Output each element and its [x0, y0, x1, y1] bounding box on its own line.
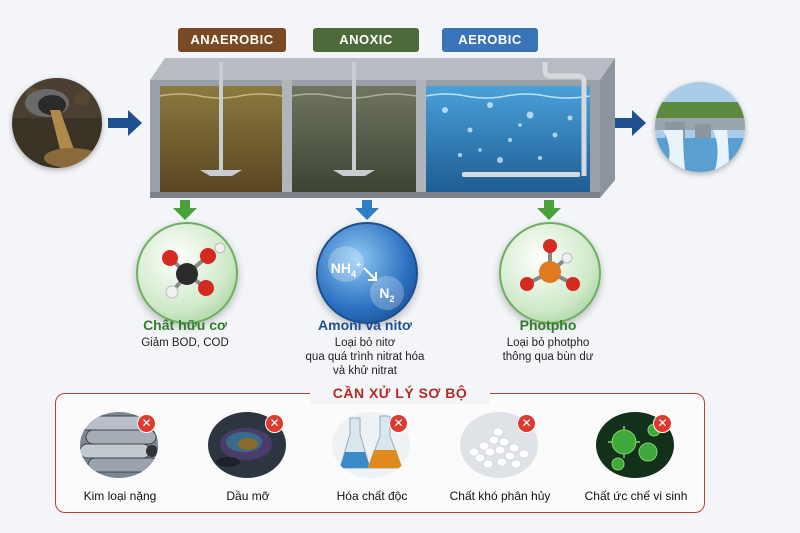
pretreatment-title: CẦN XỬ LÝ SƠ BỘ	[310, 382, 490, 404]
organic-molecule-icon	[136, 222, 238, 324]
microbes-icon	[596, 412, 674, 478]
stage-label-anaerobic: ANAEROBIC	[178, 28, 286, 52]
pollutant-desc-ammonia-3: và khử nitrat	[333, 365, 397, 377]
prohibited-icon: ✕	[389, 414, 408, 433]
pretreatment-label: Chất ức chế vi sinh	[584, 489, 688, 503]
prohibited-icon: ✕	[517, 414, 536, 433]
outlet-arrow-icon	[612, 110, 646, 136]
pollutant-desc-phosphorus-2: thông qua bùn dư	[502, 351, 594, 363]
pollutant-desc-organic: Giảm BOD, COD	[141, 337, 229, 349]
inlet-pipe-image	[12, 78, 102, 168]
outlet-water-image	[655, 82, 745, 172]
pollutant-title-ammonia: Amoni và nitơ	[318, 317, 412, 333]
pollutant-title-phosphorus: Photpho	[519, 317, 577, 333]
nitrogen-formula: N2	[379, 285, 395, 304]
pollutant-title-organic: Chất hữu cơ	[143, 317, 227, 333]
pollutant-desc-phosphorus-1: Loại bỏ photpho	[506, 337, 590, 349]
ammonium-formula: NH4+	[330, 259, 362, 279]
prohibited-icon: ✕	[265, 414, 284, 433]
pretreatment-label: Chất khó phân hủy	[449, 489, 551, 503]
pollutant-desc-ammonia-1: Loại bỏ nitơ	[334, 337, 396, 349]
pretreatment-label: Dầu mỡ	[226, 489, 270, 503]
stage-label-anoxic: ANOXIC	[313, 28, 419, 52]
pretreatment-label: Hóa chất độc	[336, 489, 408, 503]
pretreatment-label: Kim loại nặng	[83, 489, 157, 503]
inlet-arrow-icon	[108, 110, 142, 136]
prohibited-icon: ✕	[137, 414, 156, 433]
oil-slick-icon	[208, 412, 286, 478]
prohibited-icon: ✕	[653, 414, 672, 433]
ammonia-nitrogen-icon: NH4+ N2	[316, 222, 418, 324]
stage-label-aerobic: AEROBIC	[442, 28, 538, 52]
pollutant-desc-ammonia-2: qua quá trình nitrat hóa	[305, 351, 425, 363]
phosphate-molecule-icon	[499, 222, 601, 324]
